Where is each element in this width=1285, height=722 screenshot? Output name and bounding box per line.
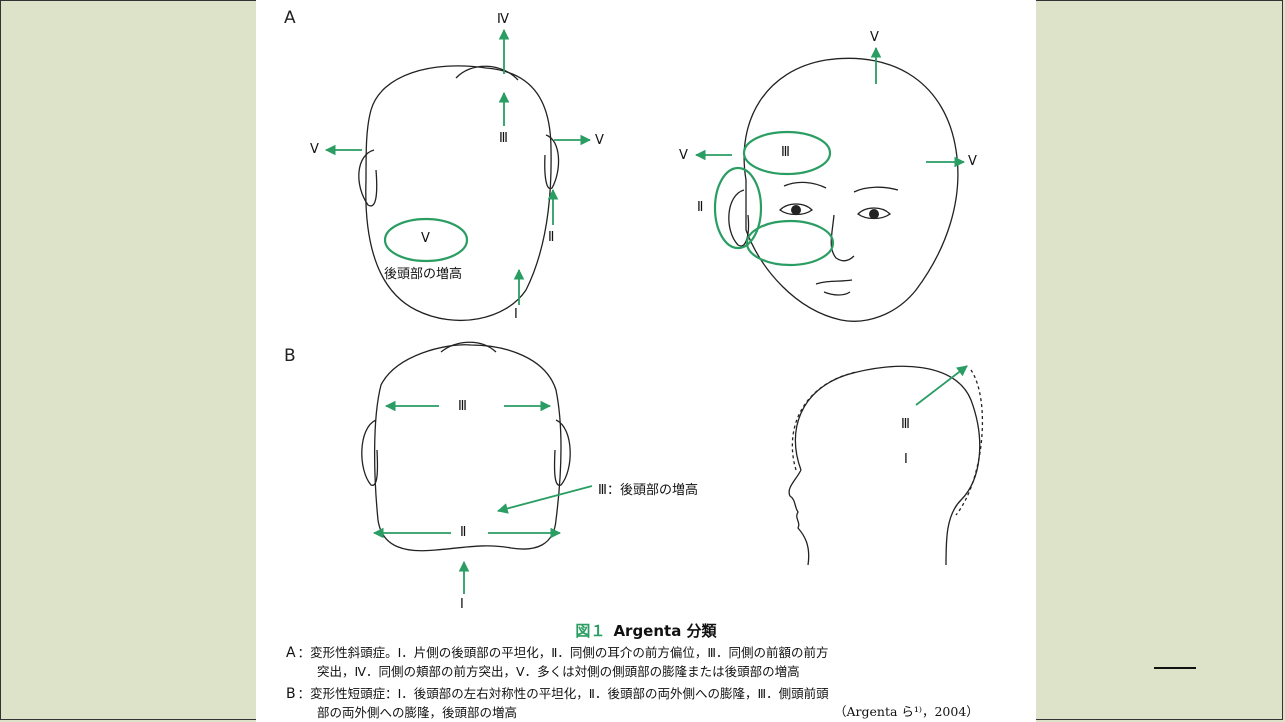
figure-caption-title: 図１ Argenta 分類 xyxy=(256,620,1036,641)
a-face-left-pupil xyxy=(791,205,801,215)
caption-a-line2: 突出，Ⅳ．同側の頬部の前方突出，Ⅴ．多くは対側の側頭部の膨隆または後頭部の増高 xyxy=(317,661,800,680)
slide-dash-mark xyxy=(1154,667,1196,669)
caption-citation: （Argenta ら¹⁾，2004） xyxy=(834,701,979,720)
a-top-label-iv: Ⅳ xyxy=(497,12,509,27)
b-back-annotation-iii: Ⅲ：後頭部の増高 xyxy=(598,479,698,498)
b-back-label-iii: Ⅲ xyxy=(458,399,467,414)
a-top-label-ellipse-v: V xyxy=(421,231,430,246)
figure-page: A B xyxy=(256,0,1036,722)
a-face-label-ii: Ⅱ xyxy=(697,200,703,215)
b-side-label-iii: Ⅲ xyxy=(901,417,910,432)
a-face-right-pupil xyxy=(869,209,879,219)
a-face-ellipse-ii xyxy=(715,168,761,248)
a-top-label-v-right: V xyxy=(595,133,604,148)
a-top-head xyxy=(359,66,559,321)
a-face-label-v-right: V xyxy=(968,154,977,169)
b-back-label-i: Ⅰ xyxy=(460,597,464,612)
argenta-figure xyxy=(256,0,1036,615)
caption-b-line1: B：変形性短頭症：Ⅰ．後頭部の左右対称性の平坦化，Ⅱ．後頭部の両外側への膨隆，Ⅲ… xyxy=(286,683,829,702)
a-top-occipital-label: 後頭部の増高 xyxy=(384,263,462,282)
caption-a-lead: A xyxy=(286,645,296,661)
figure-number: 図１ xyxy=(575,622,605,640)
figure-title: Argenta 分類 xyxy=(613,622,716,640)
b-side-head xyxy=(789,366,982,565)
caption-b-line2: 部の両外側への膨隆，後頭部の増高 xyxy=(317,702,517,721)
a-face-head xyxy=(729,58,958,321)
caption-a-line1: A：変形性斜頭症。Ⅰ．片側の後頭部の平坦化，Ⅱ．同側の耳介の前方偏位，Ⅲ．同側の… xyxy=(286,642,829,661)
a-face-label-iii: Ⅲ xyxy=(781,145,790,160)
caption-b-text1: ：変形性短頭症：Ⅰ．後頭部の左右対称性の平坦化，Ⅱ．後頭部の両外側への膨隆，Ⅲ．… xyxy=(298,686,829,701)
a-face-label-v-top: V xyxy=(870,30,879,45)
a-top-label-ii: Ⅱ xyxy=(548,230,554,245)
a-face-ellipse-cheek xyxy=(747,221,833,265)
b-back-head xyxy=(362,342,570,551)
b-side-label-i: Ⅰ xyxy=(904,452,908,467)
caption-b-lead: B xyxy=(286,686,296,702)
a-top-label-v-left: V xyxy=(310,142,319,157)
b-back-label-ii: Ⅱ xyxy=(460,525,466,540)
a-face-label-v-left: V xyxy=(679,148,688,163)
caption-a-text1: ：変形性斜頭症。Ⅰ．片側の後頭部の平坦化，Ⅱ．同側の耳介の前方偏位，Ⅲ．同側の前… xyxy=(298,645,829,660)
a-top-label-iii: Ⅲ xyxy=(499,131,508,146)
a-top-label-i: Ⅰ xyxy=(514,307,518,322)
